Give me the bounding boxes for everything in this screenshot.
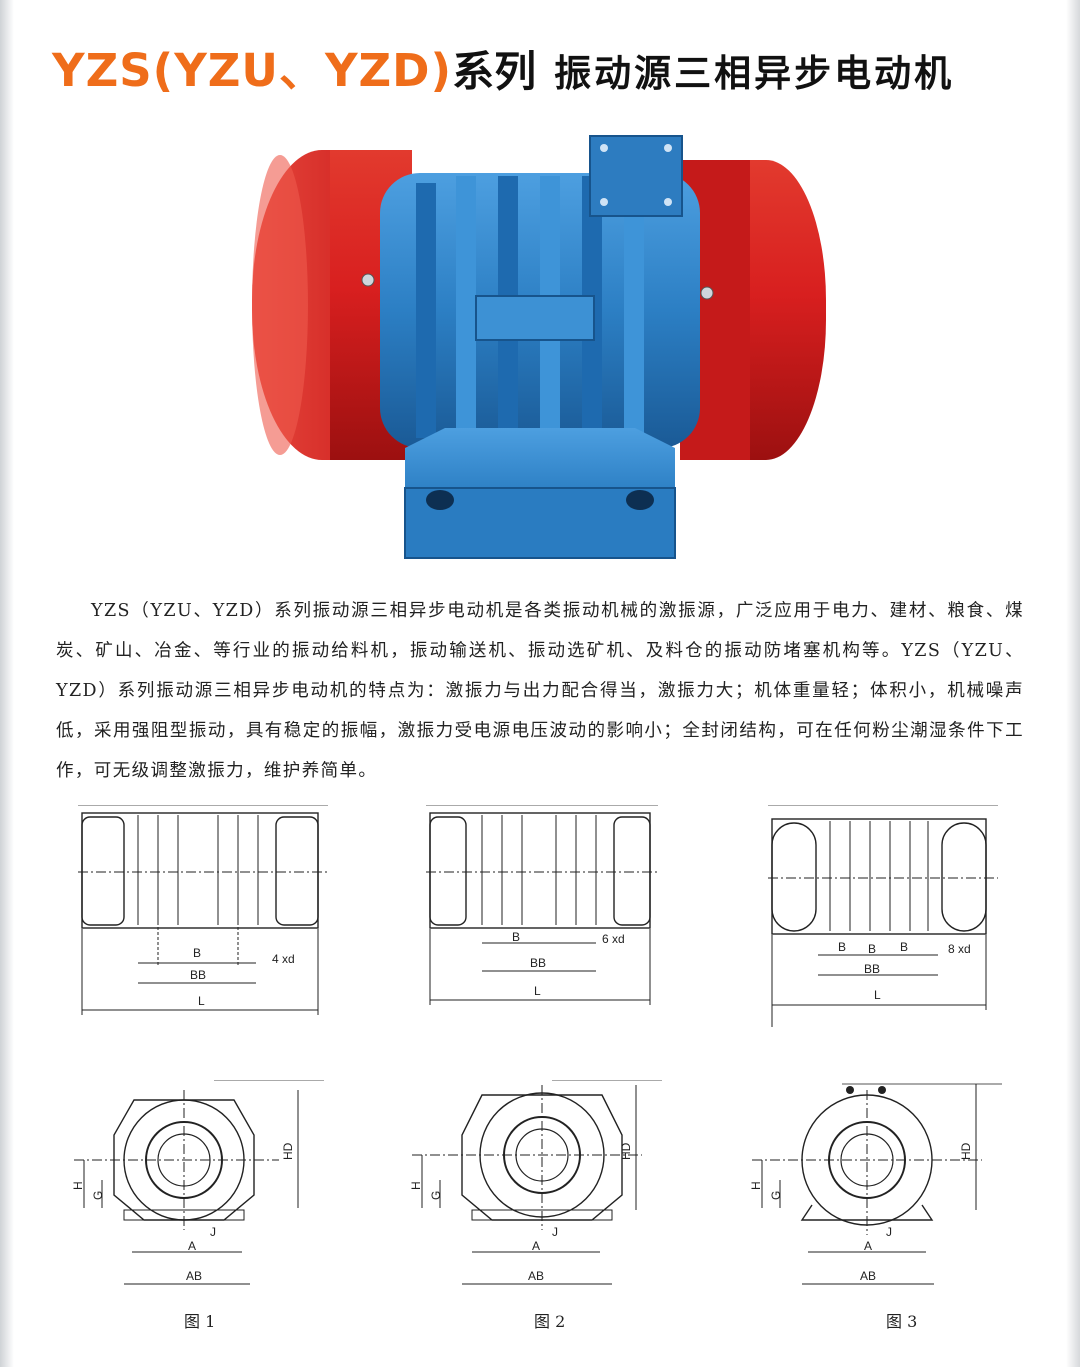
fig3-g-label: G	[769, 1191, 783, 1200]
fig1-l-label: L	[198, 994, 205, 1008]
fig1-h-label: H	[71, 1181, 85, 1190]
fig3-b-label-3: B	[900, 940, 908, 954]
fig3-l-label: L	[874, 988, 881, 1002]
fig3-bb-label: BB	[864, 962, 880, 976]
fig1-ab-label: AB	[186, 1269, 202, 1283]
fig2-l-label: L	[534, 984, 541, 998]
fig1-holes-label: 4 xd	[272, 952, 295, 966]
fig3-b-label-2: B	[868, 942, 876, 956]
fig2-a-label: A	[532, 1239, 540, 1253]
fig1-b-label: B	[193, 946, 201, 960]
fig2-hd-label: HD	[619, 1142, 633, 1160]
fig2-holes-label: 6 xd	[602, 932, 625, 946]
fig2-side-view: B BB L 6 xd	[426, 805, 658, 1020]
fig1-g-label: G	[91, 1191, 105, 1200]
title-series: 系列	[452, 47, 537, 96]
fig3-end-view: HD H G J A AB	[742, 1080, 1002, 1300]
fig1-side-view: B BB L 4 xd	[78, 805, 328, 1020]
fig2-g-label: G	[429, 1191, 443, 1200]
page-title: YZS(YZU、YZD) 系列 振动源三相异步电动机	[52, 34, 955, 97]
fig3-a-label: A	[864, 1239, 872, 1253]
fig1-end-view: HD H G J A AB	[64, 1080, 324, 1300]
description-paragraph: YZS（YZU、YZD）系列振动源三相异步电动机是各类振动机械的激振源，广泛应用…	[56, 601, 1024, 781]
fig1-bb-label: BB	[190, 968, 206, 982]
motor-photo	[240, 128, 840, 578]
caption-fig1: 图 1	[184, 1312, 216, 1331]
fig2-b-label: B	[512, 930, 520, 944]
caption-fig2: 图 2	[534, 1312, 566, 1331]
fig1-a-label: A	[188, 1239, 196, 1253]
fig3-side-view: B B B BB L 8 xd	[768, 805, 998, 1030]
title-model: YZS(YZU、YZD)	[52, 44, 453, 97]
fig2-bb-label: BB	[530, 956, 546, 970]
page-edge-shadow-right	[1066, 0, 1080, 1367]
fig3-j-label: J	[886, 1225, 892, 1239]
fig3-b-label-1: B	[838, 940, 846, 954]
fig2-j-label: J	[552, 1225, 558, 1239]
fig1-hd-label: HD	[281, 1142, 295, 1160]
caption-fig3: 图 3	[886, 1312, 918, 1331]
fig1-j-label: J	[210, 1225, 216, 1239]
page-edge-shadow-left	[0, 0, 14, 1367]
fig2-ab-label: AB	[528, 1269, 544, 1283]
fig3-hd-label: HD	[959, 1142, 973, 1160]
title-description: 振动源三相异步电动机	[554, 52, 955, 95]
fig3-ab-label: AB	[860, 1269, 876, 1283]
fig3-holes-label: 8 xd	[948, 942, 971, 956]
fig2-end-view: HD H G J A AB	[402, 1080, 662, 1300]
fig2-h-label: H	[409, 1181, 423, 1190]
fig3-h-label: H	[749, 1181, 763, 1190]
